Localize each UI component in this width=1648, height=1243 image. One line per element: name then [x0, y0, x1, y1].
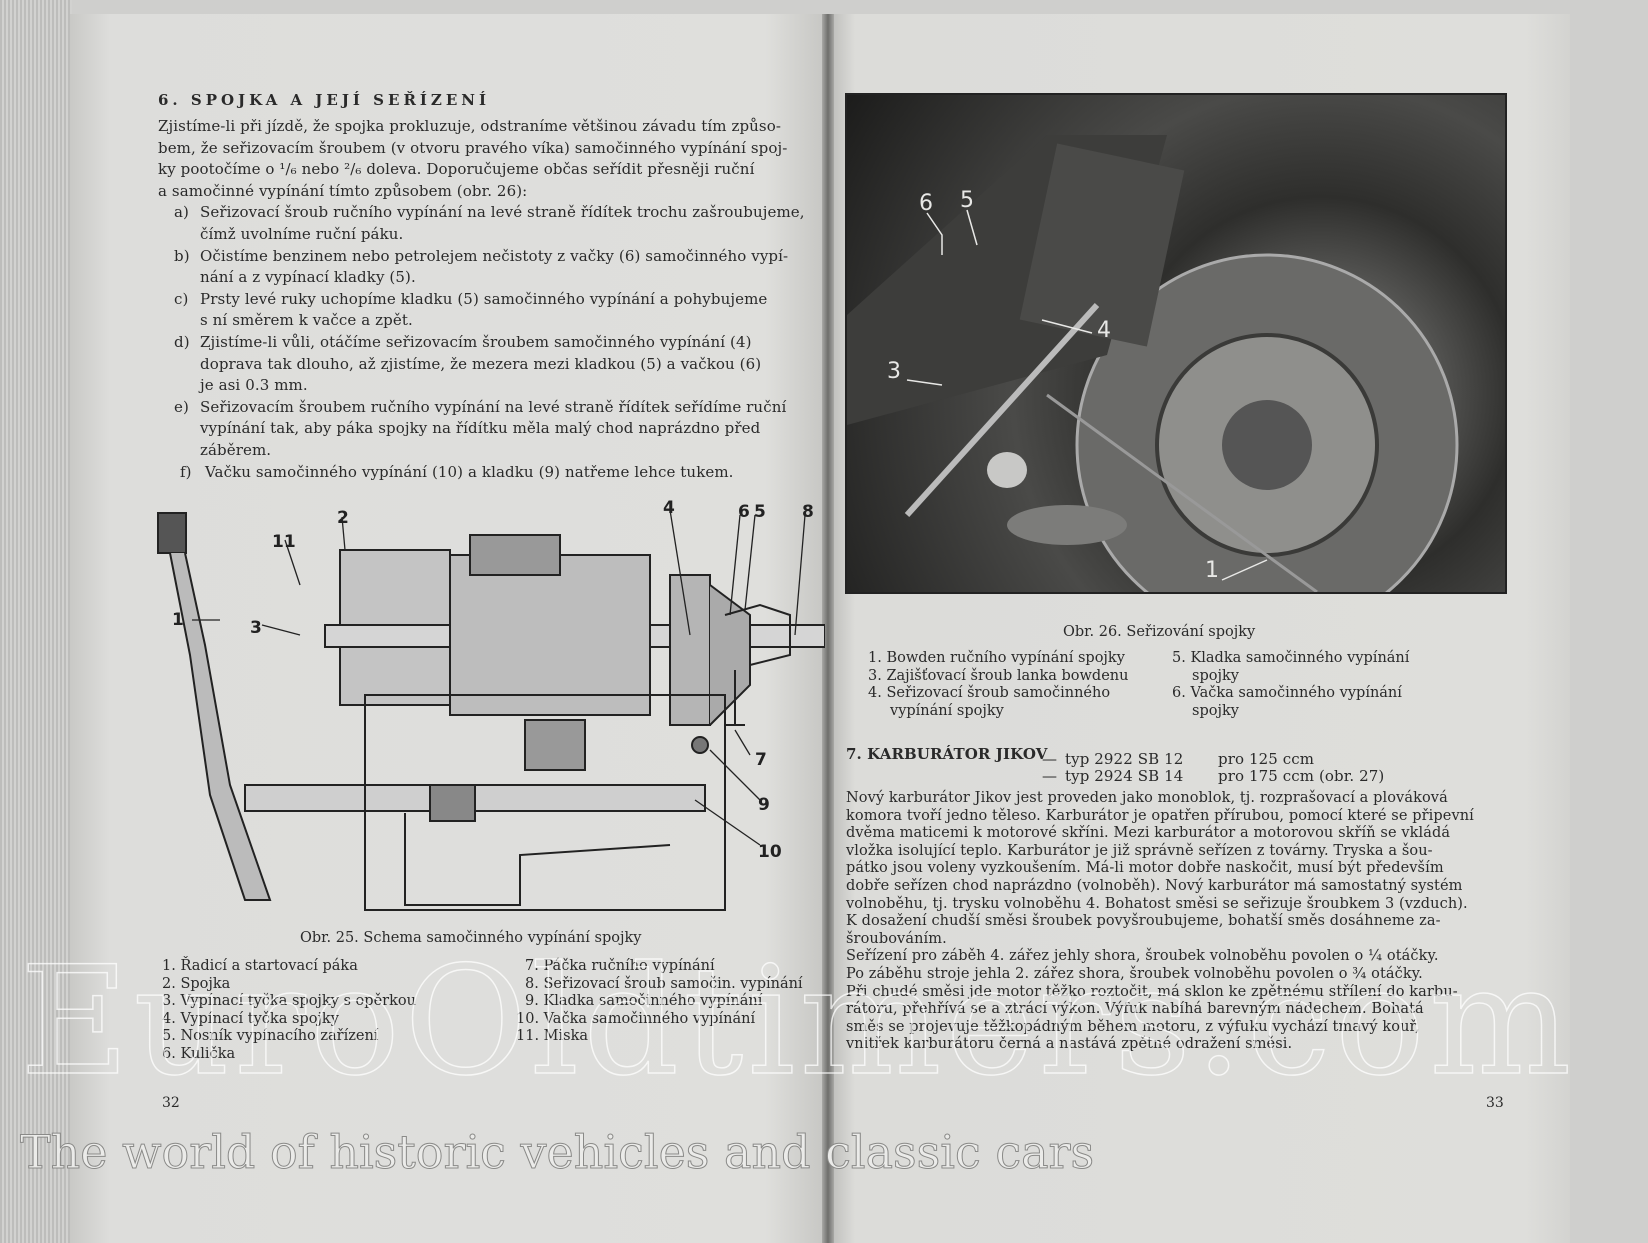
photo-label-6: 6	[919, 191, 933, 216]
fig-label-6: 6	[738, 502, 750, 522]
legend-item: 6. Vačka samočinného vypínání	[1172, 685, 1402, 701]
step-line: vypínání tak, aby páka spojky na řídítku…	[200, 419, 761, 438]
step-line: Prsty levé ruky uchopíme kladku (5) samo…	[200, 289, 768, 308]
legend-item: 4. Vypínací tyčka spojky	[162, 1010, 339, 1027]
figure-25-caption: Obr. 25. Schema samočinného vypínání spo…	[300, 930, 642, 946]
legend-item: 1. Bowden ručního vypínání spojky	[868, 650, 1125, 666]
type-name: typ 2922 SB 12	[1065, 750, 1184, 768]
fig-label-3: 3	[250, 618, 262, 638]
paragraph-line: bem, že seřizovacím šroubem (v otvoru pr…	[158, 138, 788, 157]
step-label: a)	[174, 203, 189, 222]
step-line: Seřizovacím šroubem ručního vypínání na …	[200, 397, 787, 416]
legend-item: 6. Kulička	[162, 1045, 236, 1062]
paragraph-line: pátko jsou voleny vyzkoušením. Má-li mot…	[846, 860, 1444, 877]
legend-item: spojky	[1192, 702, 1239, 719]
step-label: f)	[180, 462, 192, 481]
fig-label-10: 10	[758, 842, 782, 862]
step-line: je asi 0.3 mm.	[200, 376, 308, 395]
legend-item: 11. Miska	[516, 1028, 589, 1044]
photo-label-3: 3	[887, 359, 901, 384]
legend-item: 9. Kladka samočinného vypínání	[525, 993, 763, 1009]
fig-label-2: 2	[337, 508, 349, 528]
fig-label-11: 11	[272, 532, 296, 552]
paragraph-line: komora tvoří jedno těleso. Karburátor je…	[846, 807, 1474, 824]
section-heading-spojka: 6. SPOJKA A JEJÍ SEŘÍZENÍ	[158, 91, 491, 109]
legend-item: 10. Vačka samočinného vypínání	[516, 1010, 756, 1027]
type-dash: —	[1042, 767, 1058, 785]
paragraph-line: volnoběhu, tj. trysku volnoběhu 4. Bohat…	[846, 895, 1468, 912]
fig-label-5: 5	[754, 502, 766, 522]
photo-label-5: 5	[960, 188, 974, 213]
page-number-left: 32	[162, 1095, 180, 1111]
clutch-schematic-diagram: 1 2 3 4 6 5 8 7 9 10 11	[157, 498, 825, 911]
type-dash: —	[1042, 750, 1058, 768]
paragraph-line: Seřízení pro záběh 4. zářez jehly shora,…	[846, 948, 1439, 965]
fig-label-4: 4	[663, 498, 675, 518]
legend-item: 5. Nosník vypínacího zařízení	[162, 1028, 379, 1044]
step-line: čímž uvolníme ruční páku.	[200, 225, 404, 243]
fig-label-7: 7	[755, 750, 767, 770]
paragraph-line: šroubováním.	[846, 930, 947, 947]
step-line: nání a z vypínací kladky (5).	[200, 268, 416, 287]
legend-item: 1. Řadicí a startovací páka	[162, 958, 358, 974]
book-spine	[822, 14, 834, 1243]
step-line: doprava tak dlouho, až zjistíme, že meze…	[200, 354, 762, 373]
clutch-adjustment-photo: 6 5 4 3 1	[845, 93, 1507, 594]
paragraph-line: dobře seřízen chod naprázdno (volnoběh).…	[846, 878, 1463, 894]
legend-item: 2. Spojka	[162, 975, 231, 992]
type-use: pro 175 ccm (obr. 27)	[1218, 767, 1385, 785]
step-line: Vačku samočinného vypínání (10) a kladku…	[205, 462, 734, 481]
legend-item: 3. Vypínací tyčka spojky s opěrkou	[162, 993, 416, 1009]
paragraph-line: K dosažení chudší směsi šroubek povyšrou…	[846, 913, 1441, 930]
paragraph-line: dvěma maticemi k motorové skříni. Mezi k…	[846, 825, 1451, 842]
fig-label-8: 8	[802, 502, 814, 522]
section-heading-karburator: 7. KARBURÁTOR JIKOV	[846, 745, 1048, 763]
step-label: e)	[174, 397, 189, 416]
legend-item: 3. Zajišťovací šroub lanka bowdenu	[868, 667, 1129, 684]
step-label: c)	[174, 289, 189, 308]
fig-label-1: 1	[172, 610, 184, 630]
step-line: Seřizovací šroub ručního vypínání na lev…	[200, 203, 805, 222]
paragraph-line: Po záběhu stroje jehla 2. zářez shora, š…	[846, 966, 1423, 982]
type-name: typ 2924 SB 14	[1065, 767, 1184, 785]
paragraph-line: Nový karburátor Jikov jest proveden jako…	[846, 790, 1448, 806]
legend-item: vypínání spojky	[890, 702, 1004, 719]
page-number-right: 33	[1486, 1095, 1504, 1111]
figure-26-caption: Obr. 26. Seřizování spojky	[1063, 624, 1256, 640]
paragraph-line: ky pootočíme o ¹/₆ nebo ²/₆ doleva. Dopo…	[158, 160, 755, 179]
paragraph-line: směs se projevuje těžkopádným během moto…	[846, 1018, 1420, 1035]
step-label: b)	[174, 246, 190, 265]
step-line: záběrem.	[200, 441, 272, 459]
legend-item: 8. Seřizovací šroub samočin. vypínání	[525, 975, 803, 992]
paragraph-line: vložka isolující teplo. Karburátor je ji…	[846, 842, 1433, 859]
photo-label-1: 1	[1205, 558, 1219, 583]
paragraph-line: Při chudé směsi jde motor těžko roztočit…	[846, 983, 1458, 1000]
paragraph-line: a samočinné vypínání tímto způsobem (obr…	[158, 181, 528, 200]
lever-knob	[157, 512, 187, 554]
step-line: s ní směrem k vačce a zpět.	[200, 311, 413, 330]
legend-item: spojky	[1192, 667, 1239, 684]
page-edges	[0, 0, 72, 1243]
paragraph-line: Zjistíme-li při jízdě, že spojka prokluz…	[158, 117, 782, 135]
photo-label-4: 4	[1097, 318, 1111, 343]
step-label: d)	[174, 333, 190, 351]
paragraph-line: vnitřek karburátoru černá a nastává zpět…	[846, 1036, 1293, 1053]
fig-label-9: 9	[758, 795, 770, 815]
legend-item: 5. Kladka samočinného vypínání	[1172, 650, 1410, 666]
step-line: Zjistíme-li vůli, otáčíme seřizovacím šr…	[200, 333, 752, 351]
step-line: Očistíme benzinem nebo petrolejem nečist…	[200, 246, 789, 265]
paragraph-line: rátoru, přehřívá se a ztrácí výkon. Výfu…	[846, 1001, 1424, 1018]
type-use: pro 125 ccm	[1218, 750, 1315, 768]
callout-lines	[192, 509, 806, 846]
legend-item: 4. Seřizovací šroub samočinného	[868, 685, 1111, 701]
legend-item: 7. Páčka ručního vypínání	[525, 958, 715, 974]
